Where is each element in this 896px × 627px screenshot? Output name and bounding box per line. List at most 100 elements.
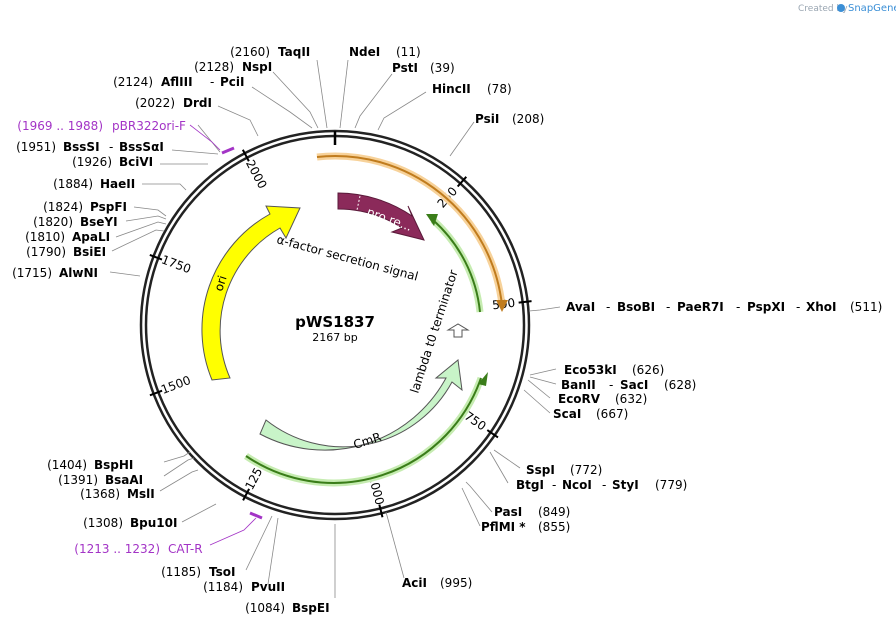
enzyme-name: SacI (620, 378, 648, 392)
site-drdi[interactable]: (2022) DrdI (135, 96, 212, 110)
enzyme-name: AciI (402, 576, 427, 590)
enzyme-name: PflMI * (481, 520, 526, 534)
enzyme-name: PstI (392, 61, 418, 75)
site-pvuii[interactable]: (1184) PvuII (203, 580, 285, 594)
site-position: (2022) (135, 96, 175, 110)
site-eco53ki[interactable]: Eco53kI (626) (564, 363, 664, 377)
site-alwni[interactable]: (1715) AlwNI (12, 266, 98, 280)
site-position: (1084) (245, 601, 285, 615)
site-position: (2128) (194, 60, 234, 74)
primer-range: (1969 .. 1988) (17, 119, 103, 133)
site-position: (1368) (80, 487, 120, 501)
feature-signal-outer (316, 152, 508, 312)
site-bseyi[interactable]: (1820) BseYI (33, 215, 118, 229)
site-bsphi[interactable]: (1404) BspHI (47, 458, 133, 472)
terminator-hollow-arrow-icon (446, 323, 470, 338)
enzyme-name: TaqII (278, 45, 310, 59)
site-position: (1185) (161, 565, 201, 579)
backbone (139, 129, 531, 521)
terminator-top-arrowhead (426, 214, 438, 226)
site-psii[interactable]: PsiI (208) (475, 112, 544, 126)
site-position: (1884) (53, 177, 93, 191)
primer-catr[interactable]: (1213 .. 1232) CAT-R (74, 542, 202, 556)
site-nspi[interactable]: (2128) NspI (194, 60, 272, 74)
tick-label: 2000 (243, 158, 270, 192)
terminator-bottom-arc (245, 377, 482, 484)
terminator-top-arc (432, 219, 481, 313)
site-position: (1810) (25, 230, 65, 244)
enzyme-name: AflIII (161, 75, 193, 89)
site-bsaai[interactable]: (1391) BsaAI (58, 473, 143, 487)
signal-label: α-factor secretion signal (275, 232, 419, 283)
primer-catr-marker (249, 511, 263, 520)
site-acii[interactable]: AciI (995) (402, 576, 472, 590)
tick-mark (378, 504, 384, 518)
site-bspei[interactable]: (1084) BspEI (245, 601, 329, 615)
site-position: (628) (664, 378, 696, 392)
site-pflmi[interactable]: PflMI * (855) (481, 520, 570, 534)
enzyme-name: PciI (220, 75, 245, 89)
enzyme-separator: - (609, 378, 613, 392)
enzyme-name: DrdI (183, 96, 212, 110)
promoter-arrow (337, 192, 425, 241)
site-position: (667) (596, 407, 628, 421)
site-pasi[interactable]: PasI (849) (494, 505, 570, 519)
plasmid-name: pWS1837 (295, 313, 375, 331)
site-position: (995) (440, 576, 472, 590)
site-sspi[interactable]: SspI (772) (526, 463, 602, 477)
enzyme-name: BseYI (80, 215, 118, 229)
site-ecorv[interactable]: EcoRV (632) (558, 392, 647, 406)
site-banii[interactable]: BanII - SacI (628) (561, 378, 696, 392)
site-tsoi[interactable]: (1185) TsoI (161, 565, 235, 579)
enzyme-name: PspXI (747, 300, 785, 314)
tick-mark (242, 488, 251, 501)
site-taqii[interactable]: (2160) TaqII (230, 45, 310, 59)
enzyme-name: BssSαI (119, 140, 164, 154)
enzyme-name: BsiEI (73, 245, 106, 259)
site-avai[interactable]: AvaI - BsoBI - PaeR7I - PspXI - XhoI (51… (566, 300, 882, 314)
created-by-text: Created by (798, 4, 848, 14)
enzyme-name: Eco53kI (564, 363, 617, 377)
site-bsiei[interactable]: (1790) BsiEI (26, 245, 106, 259)
tick-label: 1500 (159, 373, 193, 397)
site-btgi[interactable]: BtgI - NcoI - StyI (779) (516, 478, 687, 492)
enzyme-separator: - (796, 300, 800, 314)
site-afliii[interactable]: (2124) AflIII - PciI (113, 75, 244, 89)
enzyme-separator: - (666, 300, 670, 314)
site-position: (1951) (16, 140, 56, 154)
site-position: (78) (487, 82, 512, 96)
site-hincii[interactable]: HincII (78) (432, 82, 512, 96)
site-position: (208) (512, 112, 544, 126)
signal-outer-arc (316, 155, 503, 306)
site-position: (2160) (230, 45, 270, 59)
signal-outer-arrowhead (496, 300, 508, 312)
primer-pbr322ori[interactable]: (1969 .. 1988) pBR322ori-F (17, 119, 186, 133)
enzyme-name: ApaLI (72, 230, 110, 244)
site-psti[interactable]: PstI (39) (392, 61, 455, 75)
enzyme-name: NdeI (349, 45, 380, 59)
site-position: (1391) (58, 473, 98, 487)
site-bcivi[interactable]: (1926) BciVI (72, 155, 153, 169)
tick-mark (149, 253, 163, 261)
enzyme-name: PaeR7I (677, 300, 724, 314)
enzyme-name: MslI (127, 487, 155, 501)
feature-cmr: CmR (259, 359, 463, 452)
site-apali[interactable]: (1810) ApaLI (25, 230, 110, 244)
site-msli[interactable]: (1368) MslI (80, 487, 155, 501)
site-bsssi[interactable]: (1951) BssSI - BssSαI (16, 140, 164, 154)
site-ndei[interactable]: NdeI (11) (349, 45, 421, 59)
enzyme-separator: - (552, 478, 556, 492)
leader-lines (109, 59, 561, 598)
site-pspfi[interactable]: (1824) PspFI (43, 200, 127, 214)
enzyme-name: BssSI (63, 140, 100, 154)
site-scai[interactable]: ScaI (667) (553, 407, 628, 421)
enzyme-name: BanII (561, 378, 596, 392)
site-bpu10i[interactable]: (1308) Bpu10I (83, 516, 177, 530)
primer-name: CAT-R (168, 542, 203, 556)
site-position: (2124) (113, 75, 153, 89)
site-haeii[interactable]: (1884) HaeII (53, 177, 135, 191)
site-position: (1184) (203, 580, 243, 594)
enzyme-name: SspI (526, 463, 555, 477)
restriction-sites: (2160) TaqII NdeI (11) PstI (39) (2128) … (12, 45, 882, 615)
